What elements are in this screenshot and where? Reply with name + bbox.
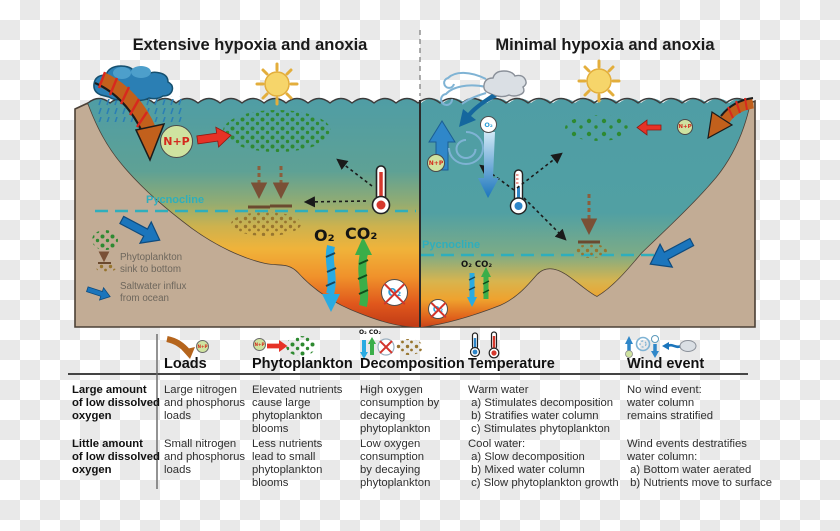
wind-cloud-icon	[440, 70, 527, 106]
mixing-spiral-icon	[448, 131, 484, 165]
column-header-phytoplankton: Phytoplankton	[252, 356, 353, 372]
oxygen-gas-label-left: O₂	[314, 226, 335, 245]
sun-left-icon	[255, 62, 299, 106]
legend-saltwater-icon	[86, 286, 111, 301]
cell-large-temperature: Warm water a) Stimulates decomposition b…	[468, 384, 614, 436]
cell-little-loads: Small nitrogen and phosphorus loads	[164, 438, 246, 477]
bloom-arrow-left	[196, 126, 232, 148]
nutrients-label: N+P	[254, 342, 265, 347]
oxygen-depletion-arrow-right	[467, 273, 477, 307]
water-right-panel	[421, 98, 751, 327]
temperature-icon	[469, 331, 500, 359]
sinking-phytoplankton-left	[250, 166, 290, 199]
cell-large-wind: No wind event: water column remains stra…	[627, 384, 714, 423]
upwelling-arrow	[428, 120, 456, 171]
saltwater-influx-arrow-right	[649, 237, 695, 268]
gas-labels-right: O₂ CO₂	[461, 260, 493, 270]
sediment-bars-left	[248, 204, 292, 209]
water-surface-line	[87, 97, 749, 104]
bloom-arrow-right	[636, 119, 662, 136]
oxygen-depletion-arrow-left	[322, 245, 340, 312]
cell-little-temperature: Cool water: a) Slow decomposition b) Mix…	[468, 438, 619, 490]
co2-gas-label-left: CO₂	[345, 224, 378, 243]
cell-little-wind: Wind events destratifies water column: a…	[627, 438, 773, 490]
nutrients-label: N+P	[163, 135, 190, 148]
cell-large-decomposition: High oxygen consumption by decaying phyt…	[360, 384, 440, 436]
phytoplankton-bloom-large	[223, 110, 331, 152]
row-header-little-amount: Little amount of low dissolved oxygen	[72, 438, 160, 477]
legend-phytoplankton-icon	[92, 230, 118, 272]
legend-saltwater-label: Saltwater influx from ocean	[120, 281, 187, 304]
column-header-decomposition: Decomposition	[360, 356, 465, 372]
title-right: Minimal hypoxia and anoxia	[495, 36, 715, 54]
nutrients-label: N+P	[197, 344, 208, 349]
co2-release-arrow-left	[355, 237, 372, 307]
decomposition-icon-gas-label: O₂ CO₂	[359, 329, 381, 336]
nutrient-load-arrow-left	[94, 71, 166, 162]
column-header-temperature: Temperature	[468, 356, 555, 372]
nutrients-badge-right-1: N+P	[427, 154, 445, 172]
nutrients-label: N+P	[678, 124, 692, 130]
phytoplankton-icon	[267, 336, 316, 356]
nutrients-badge-right-2: N+P	[677, 119, 693, 135]
thermometer-warm-icon	[371, 165, 391, 215]
title-left: Extensive hypoxia and anoxia	[132, 36, 368, 54]
cell-little-phytoplankton: Less nutrients lead to small phytoplankt…	[252, 438, 323, 490]
nutrients-label: N+P	[428, 159, 444, 167]
legend-phytoplankton-label: Phytoplankton sink to bottom	[120, 252, 183, 275]
row-header-large-amount: Large amount of low dissolved oxygen	[72, 384, 160, 423]
loads-icon	[166, 336, 195, 359]
oxygen-label: O₂	[484, 120, 493, 129]
column-header-loads: Loads	[164, 356, 207, 372]
column-header-wind-event: Wind event	[627, 356, 705, 372]
phytoplankton-bloom-small	[565, 115, 633, 141]
sediment-dots-right	[575, 244, 607, 258]
phytoplankton-icon-nutrients-badge: N+P	[253, 338, 266, 351]
nutrients-badge-left: N+P	[160, 125, 193, 158]
thermometer-cool-icon	[509, 169, 528, 215]
decomposition-icon	[360, 337, 423, 359]
nutrient-load-arrow-right	[707, 97, 755, 140]
pycnocline-label-left: Pycnocline	[146, 194, 205, 206]
wind-event-icon	[625, 335, 697, 358]
no-oxygen-badge-left: O₂	[381, 279, 408, 306]
no-oxygen-badge-right: O₂	[428, 299, 448, 319]
cell-little-decomposition: Low oxygen consumption by decaying phyto…	[360, 438, 431, 490]
loads-icon-nutrients-badge: N+P	[196, 340, 209, 353]
cell-large-phytoplankton: Elevated nutrients cause large phytoplan…	[252, 384, 343, 436]
oxygen-bubble: O₂	[480, 116, 497, 133]
sun-right-icon	[577, 59, 621, 103]
wind-mixing-arrow	[459, 94, 497, 127]
pycnocline-label-right: Pycnocline	[422, 239, 481, 251]
cell-large-loads: Large nitrogen and phosphorus loads	[164, 384, 246, 423]
oxygen-down-arrow	[478, 132, 499, 198]
sediment-dots-left	[231, 212, 301, 236]
co2-release-arrow-right	[481, 267, 491, 299]
saltwater-influx-arrow-left	[119, 215, 161, 244]
